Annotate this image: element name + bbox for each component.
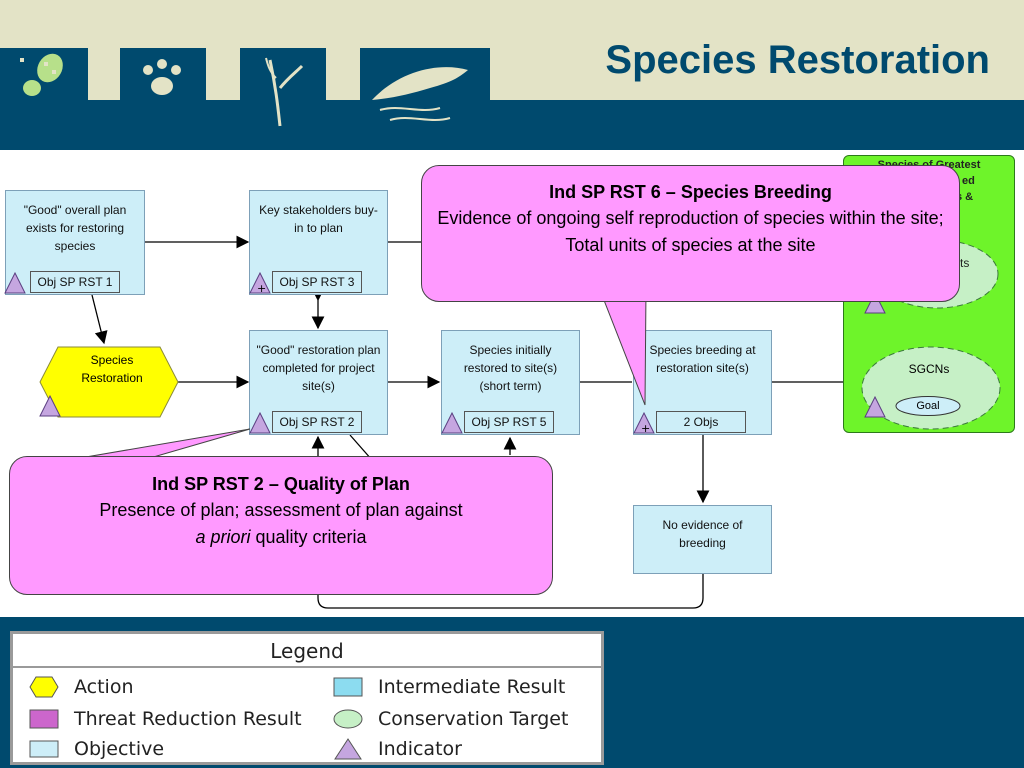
callout-title: Ind SP RST 6 – Species Breeding (549, 182, 832, 202)
svg-text:+: + (641, 422, 650, 434)
target-panel-partial-1: ed (962, 175, 975, 187)
legend-label: Intermediate Result (378, 676, 566, 698)
objective-text: Key stakeholders buy-in to plan (259, 203, 378, 235)
target-panel-partial-3: ts (960, 256, 970, 270)
blue-rectangle-icon (333, 677, 363, 697)
feedback-loop (311, 435, 704, 609)
objective-label: Obj SP RST 2 (272, 411, 362, 433)
callout-title: Ind SP RST 2 – Quality of Plan (152, 474, 410, 494)
indicator-triangle-icon[interactable] (249, 412, 271, 434)
indicator-triangle-icon[interactable] (39, 395, 61, 417)
objective-label: Obj SP RST 3 (272, 271, 362, 293)
indicator-triangle-plus-icon[interactable]: + (249, 272, 271, 294)
yellow-hexagon-icon (29, 676, 59, 698)
action-label: Species Restoration (81, 353, 143, 385)
indicator-triangle-icon[interactable] (441, 412, 463, 434)
indicator-triangle-icon[interactable] (864, 292, 886, 314)
legend: Legend Action Threat Reduction Result Ob… (10, 631, 604, 765)
callout-body-line1: Presence of plan; assessment of plan aga… (99, 500, 463, 520)
indicator-triangle-plus-icon[interactable]: + (633, 412, 655, 434)
diagram-canvas: "Good" overall plan exists for restoring… (0, 150, 1024, 617)
purple-triangle-icon (334, 738, 362, 760)
objective-label: Obj SP RST 5 (464, 411, 554, 433)
objective-label: 2 Objs (656, 411, 746, 433)
callout-rst6: Ind SP RST 6 – Species Breeding Evidence… (421, 165, 960, 302)
feedback-diagonal (349, 434, 373, 461)
goal-pill[interactable] (894, 395, 962, 417)
callout-body-line2: a priori quality criteria (10, 524, 552, 551)
connector-layer (91, 235, 938, 609)
objective-text: Species initially restored to site(s) (s… (463, 343, 558, 393)
indicator-triangle-icon[interactable] (4, 272, 26, 294)
objective-box-no-breeding[interactable]: No evidence of breeding (633, 505, 772, 574)
light-blue-rectangle-icon (29, 740, 59, 758)
objective-text: "Good" overall plan exists for restoring… (23, 203, 127, 253)
objective-text: Species breeding at restoration site(s) (649, 343, 756, 375)
paw-print-icon (120, 48, 206, 100)
svg-text:+: + (257, 282, 266, 294)
indicator-triangle-icon[interactable] (864, 396, 886, 418)
green-ellipse-icon (333, 709, 363, 729)
page-title: Species Restoration (605, 38, 990, 82)
goal-label: Goal (916, 400, 940, 412)
callout-pointer-rst6 (600, 290, 647, 406)
footprint-icon (0, 48, 88, 100)
callout-italic-text: a priori (195, 527, 251, 547)
callout-body: Evidence of ongoing self reproduction of… (437, 208, 944, 255)
legend-label: Indicator (378, 738, 462, 760)
fish-icon (360, 48, 490, 121)
legend-label: Conservation Target (378, 708, 569, 730)
purple-rectangle-icon (29, 709, 59, 729)
legend-label: Action (74, 676, 134, 698)
sgcn-label: SGCNs (908, 362, 950, 376)
objective-label: Obj SP RST 1 (30, 271, 120, 293)
conservation-target-ellipse-sgcn[interactable] (860, 345, 1002, 431)
action-hexagon[interactable] (38, 346, 180, 418)
callout-rst2: Ind SP RST 2 – Quality of Plan Presence … (9, 456, 553, 595)
legend-label: Threat Reduction Result (74, 708, 302, 730)
callout-text-rest: quality criteria (250, 527, 367, 547)
header-stripe (0, 100, 1024, 150)
arrow-obj1-to-action (91, 294, 108, 345)
objective-text: No evidence of breeding (662, 518, 743, 550)
target-panel-partial-2: s & (956, 191, 974, 203)
legend-label: Objective (74, 738, 165, 760)
plant-icon (240, 48, 326, 127)
legend-title: Legend (13, 634, 601, 668)
objective-text: "Good" restoration plan completed for pr… (256, 343, 381, 393)
